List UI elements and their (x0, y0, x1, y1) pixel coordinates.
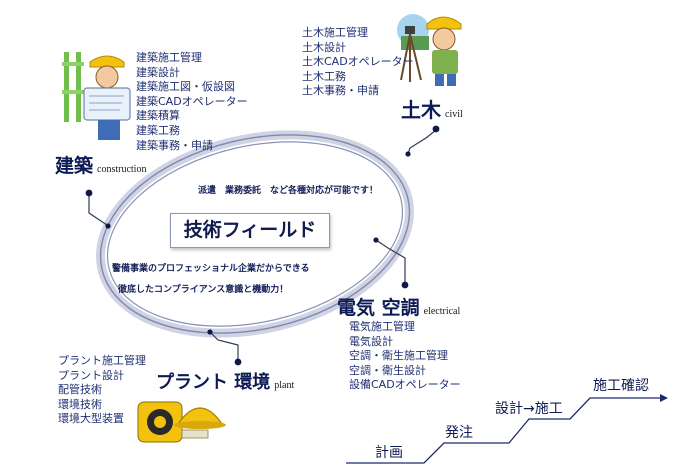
connector-construction (88, 193, 108, 226)
plant-item: 配管技術 (58, 383, 102, 397)
connector-lines (88, 129, 437, 360)
step-plan: 計画 (375, 445, 403, 461)
construction-item: 建築積算 (136, 109, 180, 123)
construction-item: 建築施工図・仮設図 (136, 80, 235, 94)
civil-item: 土木事務・申請 (302, 84, 379, 98)
electrical-item: 空調・衛生設計 (349, 363, 426, 377)
civil-item: 土木工務 (302, 69, 346, 83)
electrical-subtitle: electrical (423, 306, 461, 317)
construction-items: 建築施工管理 建築設計 建築施工図・仮設図 建築CADオペレーター 建築積算 建… (136, 51, 248, 153)
electrical-items: 電気施工管理 電気設計 空調・衛生施工管理 空調・衛生設計 設備CADオペレータ… (349, 320, 461, 393)
center-line2: 徹底したコンプライアンス意識と機動力！ (118, 285, 289, 295)
construction-item: 建築施工管理 (136, 51, 202, 64)
electrical-item: 電気施工管理 (349, 320, 415, 333)
construction-item: 建築工務 (136, 123, 180, 137)
connector-plant (209, 331, 239, 360)
civil-heading: 土木 civil (401, 94, 463, 123)
electrical-item: 電気設計 (349, 334, 393, 348)
electrical-title: 電気 空調 (337, 297, 420, 319)
construction-item: 建築CADオペレーター (136, 94, 248, 108)
electrical-item: 空調・衛生施工管理 (349, 349, 448, 363)
construction-item: 建築設計 (136, 65, 180, 79)
connector-civil (407, 129, 437, 155)
connector-electrical (375, 239, 406, 283)
civil-subtitle: civil (445, 109, 463, 120)
construction-worker-icon (62, 52, 131, 140)
plant-item: プラント施工管理 (58, 354, 146, 367)
construction-subtitle: construction (97, 164, 147, 175)
plant-subtitle: plant (274, 380, 295, 391)
civil-item: 土木施工管理 (302, 26, 368, 39)
plant-title: プラント 環境 (156, 372, 271, 393)
step-design-build: 設計→施工 (495, 401, 563, 417)
connector-dots (85, 125, 440, 366)
construction-title: 建築 (55, 155, 94, 177)
electrical-item: 設備CADオペレーター (349, 378, 461, 392)
plant-item: 環境技術 (58, 397, 102, 411)
plant-items: プラント施工管理 プラント設計 配管技術 環境技術 環境大型装置 (58, 354, 146, 427)
step-staircase (346, 394, 668, 464)
hardhat-tape-measure-icon (137, 401, 226, 443)
center-tagline: 派遣 業務委託 など各種対応が可能です！ (198, 186, 379, 196)
civil-item: 土木設計 (302, 40, 346, 54)
civil-item: 土木CADオペレーター (302, 55, 414, 69)
ellipse-ring (96, 130, 414, 338)
civil-title: 土木 (401, 98, 441, 122)
center-line1: 警備事業のプロフェッショナル企業だからできる (112, 264, 310, 274)
plant-item: プラント設計 (58, 368, 124, 382)
center-title: 技術フィールド (170, 213, 330, 248)
step-order: 発注 (445, 425, 473, 441)
construction-item: 建築事務・申請 (136, 138, 213, 152)
civil-items: 土木施工管理 土木設計 土木CADオペレーター 土木工務 土木事務・申請 (302, 26, 414, 99)
plant-item: 環境大型装置 (58, 412, 124, 426)
surveyor-worker-icon (397, 14, 462, 86)
step-inspection: 施工確認 (593, 378, 649, 394)
